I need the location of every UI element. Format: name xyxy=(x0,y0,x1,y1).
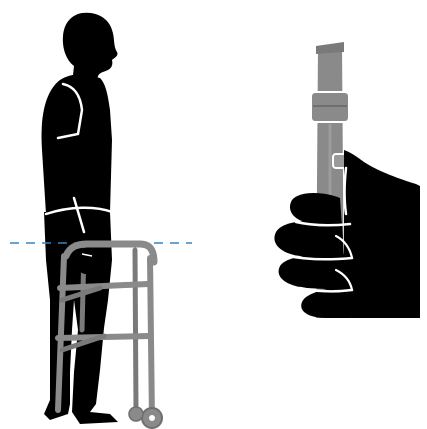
person-with-walker-panel xyxy=(10,13,192,428)
hand-height-detail-panel xyxy=(274,42,420,318)
walker-wheel-rear xyxy=(129,407,143,421)
walker-wheel-front xyxy=(142,408,162,428)
hand-grip-icon xyxy=(274,150,420,318)
